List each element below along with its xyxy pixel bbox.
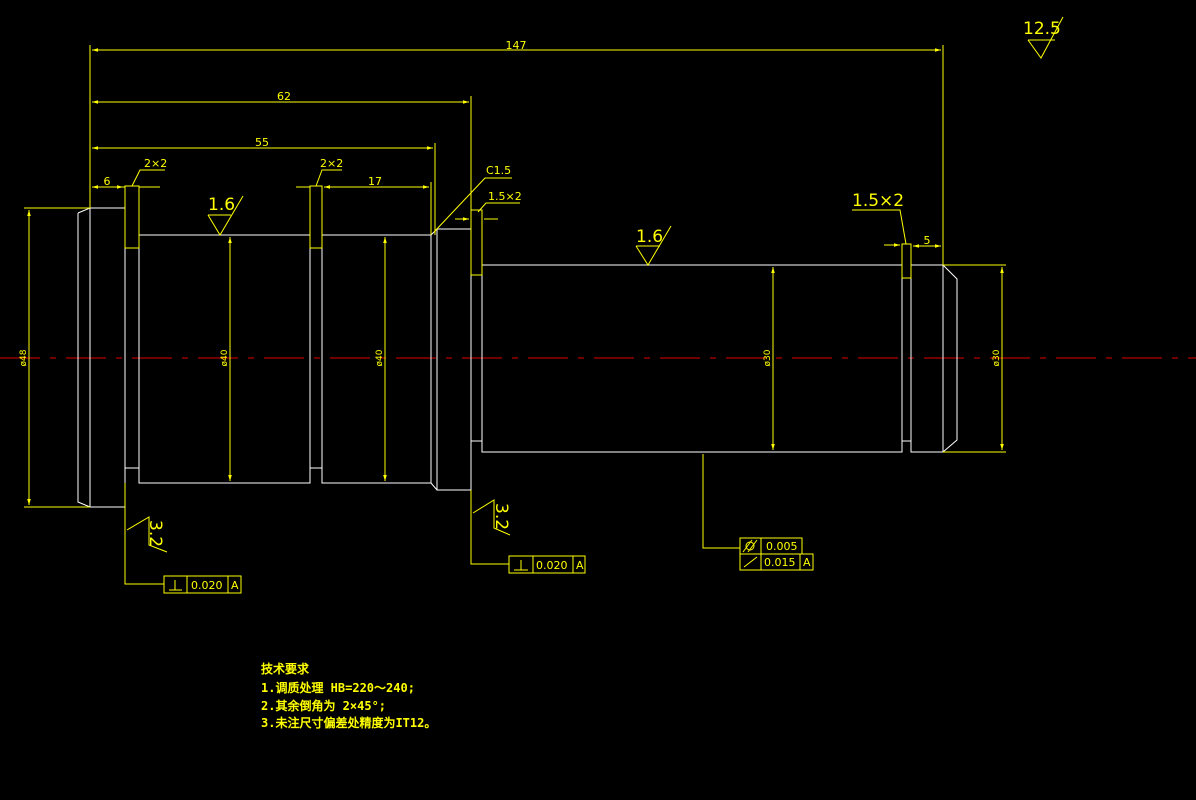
finish-symbol-face-left bbox=[126, 516, 168, 553]
perp-frame-right: 0.020 A bbox=[508, 555, 586, 574]
finish-symbol-face-right bbox=[472, 499, 511, 536]
finish-symbol-general bbox=[1027, 16, 1064, 59]
dia-text-40a: ø40 bbox=[220, 349, 230, 366]
dim-text-147: 147 bbox=[506, 39, 527, 52]
cylindricity-frame: 0.005 bbox=[739, 537, 803, 555]
dim-text-17: 17 bbox=[368, 175, 382, 188]
dim-text-55: 55 bbox=[255, 136, 269, 149]
groove-callouts: 2×2 2×2 C1.5 1.5×2 1.5×2 bbox=[108, 157, 907, 247]
finish-value-seg1: 1.6 bbox=[208, 195, 235, 215]
surface-finish-symbols: 12.5 1.6 1.6 3.2 3.2 bbox=[126, 16, 1064, 553]
runout-icon bbox=[743, 556, 758, 568]
runout-frame: 0.015 A bbox=[739, 553, 814, 571]
dim-text-5: 5 bbox=[924, 234, 931, 247]
dim-text-62: 62 bbox=[277, 90, 291, 103]
perp-right-datum: A bbox=[576, 559, 584, 572]
finish-value-face-left: 3.2 bbox=[145, 520, 165, 547]
finish-value-seg3: 1.6 bbox=[636, 227, 663, 247]
tolerance-frames: 0.020 A 0.020 A 0.005 bbox=[124, 454, 814, 594]
notes-title: 技术要求 bbox=[261, 661, 310, 676]
notes-line-1: 1.调质处理 HB=220～240; bbox=[261, 680, 415, 695]
length-dimensions: 147 62 55 6 17 5 bbox=[89, 39, 944, 265]
runout-datum: A bbox=[803, 556, 811, 569]
groove-label-b: 2×2 bbox=[320, 157, 343, 170]
perp-left-value: 0.020 bbox=[191, 579, 223, 592]
cylindricity-value: 0.005 bbox=[766, 540, 798, 553]
dia-text-48: ø48 bbox=[19, 349, 29, 366]
groove-label-a: 2×2 bbox=[144, 157, 167, 170]
notes-line-2: 2.其余倒角为 2×45°; bbox=[261, 698, 386, 713]
perp-left-datum: A bbox=[231, 579, 239, 592]
groove-label-c: 1.5×2 bbox=[488, 190, 522, 203]
finish-value-general: 12.5 bbox=[1023, 19, 1061, 39]
finish-symbol-seg1 bbox=[207, 195, 244, 236]
runout-value: 0.015 bbox=[764, 556, 796, 569]
perp-frame-left: 0.020 A bbox=[163, 575, 242, 594]
finish-value-face-right: 3.2 bbox=[491, 503, 511, 530]
technical-notes: 技术要求 1.调质处理 HB=220～240; 2.其余倒角为 2×45°; 3… bbox=[261, 661, 436, 730]
groove-label-d: 1.5×2 bbox=[852, 191, 904, 211]
dia-text-30b: ø30 bbox=[992, 349, 1002, 366]
finish-symbol-seg3 bbox=[635, 225, 672, 266]
dia-text-40b: ø40 bbox=[375, 349, 385, 366]
notes-line-3: 3.未注尺寸偏差处精度为IT12。 bbox=[261, 715, 436, 730]
dia-text-30a: ø30 bbox=[763, 349, 773, 366]
dim-text-6: 6 bbox=[104, 175, 111, 188]
perp-right-value: 0.020 bbox=[536, 559, 568, 572]
chamfer-label-c15: C1.5 bbox=[486, 164, 511, 177]
diameter-dimensions: ø48 ø40 ø40 ø30 ø30 bbox=[19, 207, 1006, 508]
